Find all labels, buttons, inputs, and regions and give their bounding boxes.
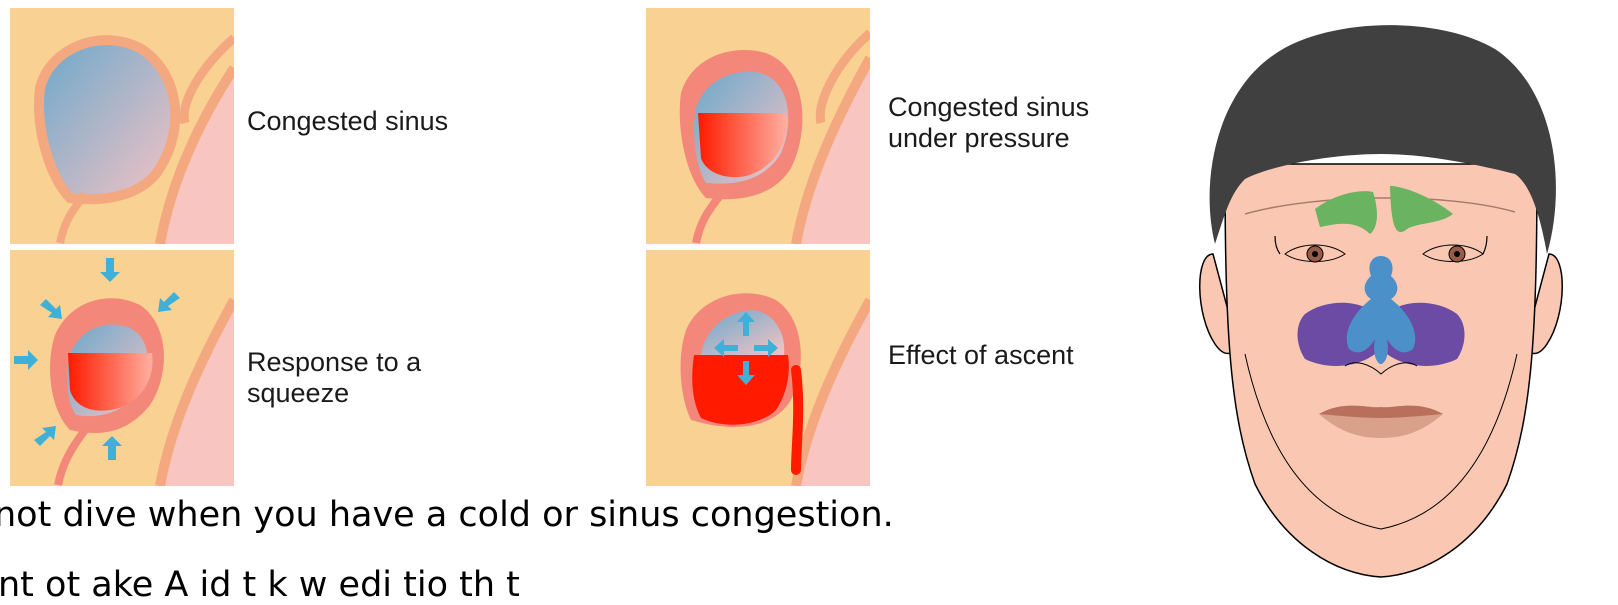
- panel-label-line1: Effect of ascent: [888, 340, 1074, 371]
- panel-label-line1: Congested sinus: [247, 106, 448, 137]
- panel-label: Congested sinus: [247, 106, 448, 137]
- panel-label: Response to a squeeze: [247, 347, 421, 409]
- caption-line-1: not dive when you have a cold or sinus c…: [0, 495, 894, 535]
- panel-label: Effect of ascent: [888, 340, 1074, 371]
- face-sinus-illustration: [1195, 14, 1567, 584]
- panel-congested-sinus: [10, 8, 234, 244]
- panel-effect-of-ascent: [646, 250, 870, 486]
- panel-label: Congested sinus under pressure: [888, 92, 1089, 154]
- panel-label-line2: under pressure: [888, 123, 1089, 154]
- face-outline: [1225, 164, 1537, 577]
- panel-label-line2: squeeze: [247, 378, 421, 409]
- panel-congested-sinus-under-pressure: [646, 8, 870, 244]
- panel-label-line1: Congested sinus: [888, 92, 1089, 123]
- panel-response-to-squeeze: [10, 250, 234, 486]
- panel-label-line1: Response to a: [247, 347, 421, 378]
- caption-line-2: nt ot ake A id t k w edi tio th t: [0, 565, 520, 605]
